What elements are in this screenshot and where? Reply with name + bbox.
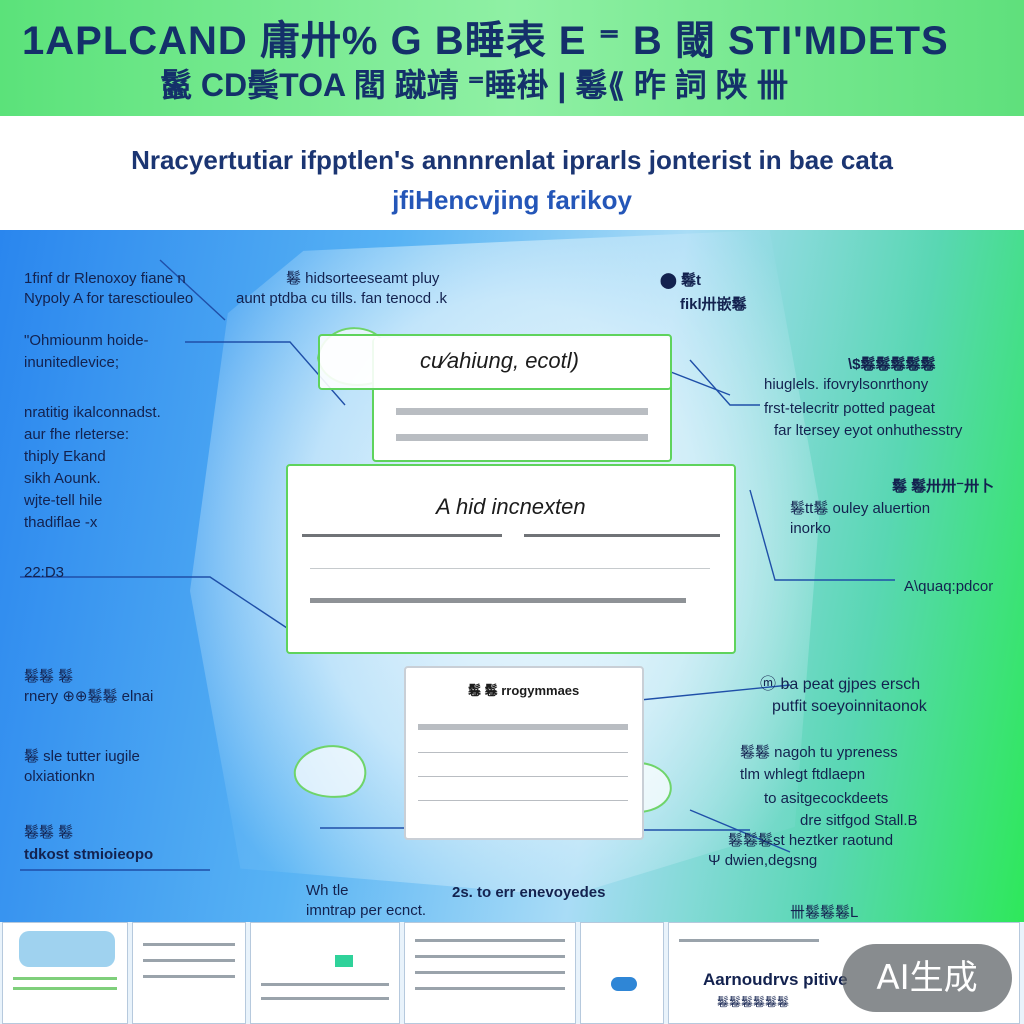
placeholder-line <box>310 598 686 603</box>
placeholder-line <box>302 534 502 537</box>
subtitle: Nracyertutiar ifpptlen's annnrenlat ipra… <box>0 140 1024 220</box>
thumbnail[interactable] <box>132 922 246 1024</box>
label-right-6: 卌鬈鬈鬈L <box>790 904 859 921</box>
thumbnail-line <box>143 959 235 962</box>
thumbnail-shape <box>19 931 115 967</box>
subtitle-line-2: jfiHencvjing farikoy <box>392 185 632 215</box>
leader-line <box>689 359 760 406</box>
label-left-2a: "Ohmiounm hoide- <box>24 332 149 349</box>
center-document-card: A hid incnexten <box>286 464 736 654</box>
placeholder-line <box>418 800 628 801</box>
title-banner: 1APLCAND 庸卅% G B睡表 E ⁼ B 閾 STI'MDETS 鬣 C… <box>0 0 1024 116</box>
label-bottom-center-3: 2s. to err enevoyedes <box>452 884 606 901</box>
leader-line <box>689 809 791 853</box>
hand-sketch-bottom-left <box>293 745 367 798</box>
placeholder-line <box>396 434 648 441</box>
thumbnail-line <box>143 943 235 946</box>
thumbnail-line <box>143 975 235 978</box>
label-right-4b: putfit soeyoinnitaonok <box>772 698 927 715</box>
top-card-header: cu⁄ahiung, ecotl) <box>318 334 672 390</box>
label-left-3c: thiply Ekand <box>24 448 106 465</box>
ai-generated-badge: AI生成 <box>842 944 1012 1012</box>
thumbnail-line <box>261 997 389 1000</box>
leader-line <box>159 259 226 321</box>
thumbnail-line <box>13 987 117 990</box>
placeholder-line <box>418 752 628 753</box>
label-top-center-2: aunt ptdba cu tills. fan tenocd .k <box>236 290 447 307</box>
label-right-4a: ⓜ ba peat gjpes ersch <box>760 676 921 693</box>
thumbnail-shape <box>335 955 353 967</box>
label-bottom-center-2: imntrap per ecnct. <box>306 902 427 919</box>
label-left-2b: inunitedlevice; <box>24 354 120 371</box>
placeholder-line <box>524 534 720 537</box>
label-left-7b: tdkost stmioieopo <box>24 846 154 863</box>
label-right-5e: 鬈鬈鬈st heztker raotund <box>728 832 894 849</box>
label-right-5c: to asitgecockdeets <box>764 790 889 807</box>
label-left-number: 22:D3 <box>24 564 65 581</box>
thumbnail-line <box>415 939 565 942</box>
label-top-right-1: ⬤ 鬈t <box>660 272 701 289</box>
label-right-1d: far ltersey eyot onhuthesstry <box>774 422 963 439</box>
thumbnail[interactable] <box>2 922 128 1024</box>
thumbnail-line <box>415 987 565 990</box>
label-right-2c: inorko <box>790 520 831 537</box>
label-bottom-center-1: Wh tle <box>306 882 349 899</box>
placeholder-line <box>396 408 648 415</box>
placeholder-line <box>310 568 710 569</box>
label-top-center-1: 鬈 hidsorteeseamt pluy <box>286 270 440 287</box>
placeholder-line <box>418 724 628 730</box>
subtitle-line-1: Nracyertutiar ifpptlen's annnrenlat ipra… <box>131 145 893 175</box>
thumbnail[interactable] <box>250 922 400 1024</box>
thumbnail[interactable] <box>580 922 664 1024</box>
lower-card-title: 鬈 鬈 rrogymmaes <box>468 683 580 698</box>
label-right-5b: tlm whlegt ftdlaepn <box>740 766 866 783</box>
banner-title-line-2: 鬣 CD鬓TOA 閻 蹴靖 ⁼睡褂 | 鬈⟪ 昨 詞 陕 卌 <box>160 67 789 103</box>
label-right-1b: hiuglels. ifovrylsonrthony <box>764 376 929 393</box>
label-right-2a: 鬈 鬈卅卅⁻卅卜 <box>892 478 995 495</box>
leader-line <box>749 489 895 581</box>
top-card-title: cu⁄ahiung, ecotl) <box>420 348 579 373</box>
thumbnail-line <box>415 955 565 958</box>
leader-line <box>639 684 791 701</box>
banner-title-line-1: 1APLCAND 庸卅% G B睡表 E ⁼ B 閾 STI'MDETS <box>22 19 949 63</box>
label-left-7a: 鬈鬈 鬈 <box>24 824 74 841</box>
label-top-left-2: Nypoly A for taresctiouleo <box>24 290 194 307</box>
label-right-5a: 鬈鬈 nagoh tu ypreness <box>740 744 898 761</box>
label-right-5f: Ψ dwien,degsng <box>708 852 818 869</box>
leader-line <box>20 576 291 631</box>
thumbnail-line <box>415 971 565 974</box>
thumbnail[interactable] <box>404 922 576 1024</box>
lower-document-card: 鬈 鬈 rrogymmaes <box>404 666 644 840</box>
label-left-3e: wjte-tell hile <box>24 492 103 509</box>
label-top-left-1: 1finf dr Rlenoxoy fiane n <box>24 270 186 287</box>
label-left-5a: 鬈鬈 鬈 <box>24 668 74 685</box>
label-right-5d: dre sitfgod Stall.B <box>800 812 918 829</box>
label-left-3a: nratitig ikalconnadst. <box>24 404 161 421</box>
thumbnail-shape <box>611 977 637 991</box>
illustration-stage: cu⁄ahiung, ecotl) A hid incnexten 鬈 鬈 rr… <box>0 230 1024 924</box>
thumbnail-caption-2: 鬈鬈鬈鬈鬈鬈 <box>717 995 790 1009</box>
placeholder-line <box>418 776 628 777</box>
label-top-right-2: fikl卅嵌鬈 <box>680 296 747 313</box>
label-right-1c: frst-telecritr potted pageat <box>764 400 935 417</box>
thumbnail-line <box>261 983 389 986</box>
label-left-3f: thadiflae -x <box>24 514 98 531</box>
label-left-6a: 鬈 sle tutter iugile <box>24 748 140 765</box>
label-right-1a: \$鬈鬈鬈鬈鬈 <box>848 356 936 373</box>
center-card-title: A hid incnexten <box>436 494 586 519</box>
label-left-5b: rnery ⊕⊕鬈鬈 elnai <box>24 688 154 705</box>
label-left-3b: aur fhe rleterse: <box>24 426 130 443</box>
label-left-3d: sikh Aounk. <box>24 470 101 487</box>
label-left-6b: olxiationkn <box>24 768 95 785</box>
thumbnail-line <box>13 977 117 980</box>
thumbnail-line <box>679 939 819 942</box>
label-right-2b: 鬈tt鬈 ouley aluertion <box>790 500 931 517</box>
label-right-3: A\quaq:pdcor <box>904 578 994 595</box>
thumbnail-caption-1: Aarnoudrvs pitive <box>703 970 848 989</box>
